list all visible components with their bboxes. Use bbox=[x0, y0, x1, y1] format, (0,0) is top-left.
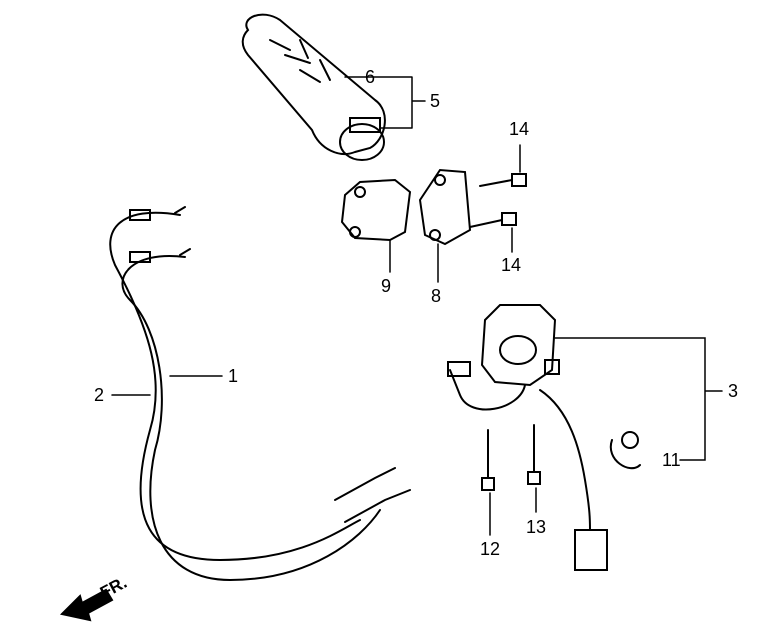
handlebar-switch bbox=[447, 304, 641, 571]
callout-5: 5 bbox=[430, 91, 441, 111]
callout-12: 12 bbox=[480, 539, 501, 559]
switch-screw-left bbox=[481, 429, 495, 491]
callout-6: 6 bbox=[365, 67, 376, 87]
callout-9: 9 bbox=[381, 276, 392, 296]
callout-2: 2 bbox=[94, 385, 105, 405]
callout-14-upper: 14 bbox=[509, 119, 530, 139]
callout-11: 11 bbox=[662, 450, 681, 470]
callout-1: 1 bbox=[228, 366, 239, 386]
throttle-housing-upper bbox=[340, 178, 412, 242]
throttle-grip bbox=[241, 13, 386, 161]
throttle-cables bbox=[109, 206, 411, 582]
callout-13: 13 bbox=[526, 517, 547, 537]
throttle-housing-lower bbox=[418, 168, 472, 246]
screw-lower bbox=[469, 212, 517, 228]
front-direction-arrow bbox=[59, 588, 114, 622]
callout-8: 8 bbox=[431, 286, 442, 306]
switch-screw-right bbox=[527, 424, 541, 485]
callout-3: 3 bbox=[728, 381, 739, 401]
callout-14-lower: 14 bbox=[501, 255, 522, 275]
screw-upper bbox=[479, 173, 527, 187]
